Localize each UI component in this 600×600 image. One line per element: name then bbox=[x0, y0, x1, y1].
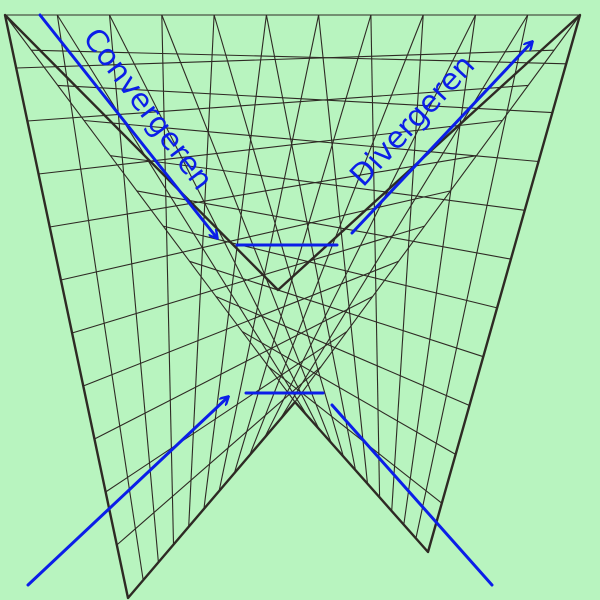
ruling-line bbox=[56, 14, 308, 416]
ruling-line bbox=[136, 190, 511, 260]
ruling-line bbox=[56, 14, 144, 581]
right-ruled-sheet bbox=[4, 14, 581, 553]
ruling-line bbox=[203, 14, 267, 509]
ruling-line bbox=[109, 14, 320, 430]
converge-arrow-bottom bbox=[26, 397, 228, 587]
ruling-line bbox=[218, 14, 320, 492]
ruling-line bbox=[163, 225, 498, 309]
ruling-line bbox=[84, 119, 539, 163]
ruling-line bbox=[415, 14, 529, 539]
ruling-line bbox=[4, 14, 296, 403]
ruling-line bbox=[242, 331, 456, 455]
ruling-line bbox=[16, 49, 555, 69]
converge-arrow-top bbox=[38, 13, 217, 238]
ruling-line bbox=[213, 14, 344, 457]
ruling-line bbox=[370, 14, 381, 498]
ruling-line bbox=[391, 14, 424, 512]
diverge-line-bottom bbox=[330, 403, 494, 587]
surface-outline bbox=[3, 13, 582, 600]
ruling-line bbox=[318, 14, 369, 484]
ruling-line bbox=[60, 190, 451, 281]
ruling-line bbox=[31, 49, 567, 65]
ruling-line bbox=[265, 14, 357, 471]
ruling-line bbox=[215, 295, 470, 407]
diverge-arrow-top bbox=[350, 42, 532, 235]
ruling-line bbox=[27, 84, 529, 122]
ruling-line bbox=[403, 14, 477, 525]
diverge-label: Divergeren bbox=[343, 48, 482, 193]
ruling-line bbox=[110, 155, 525, 211]
ruling-line bbox=[71, 225, 425, 334]
ruling-line bbox=[188, 14, 215, 527]
ruling-line bbox=[268, 366, 443, 504]
ruling-line bbox=[161, 14, 175, 545]
ruling-line bbox=[49, 155, 477, 228]
ruling-line bbox=[279, 14, 529, 421]
ruling-line bbox=[161, 14, 332, 444]
ruling-line bbox=[116, 366, 322, 546]
ruling-line bbox=[294, 14, 581, 403]
ruling-line bbox=[189, 260, 484, 358]
ruling-line bbox=[38, 119, 503, 175]
ruling-line bbox=[105, 331, 348, 493]
ruling-line bbox=[264, 14, 476, 438]
